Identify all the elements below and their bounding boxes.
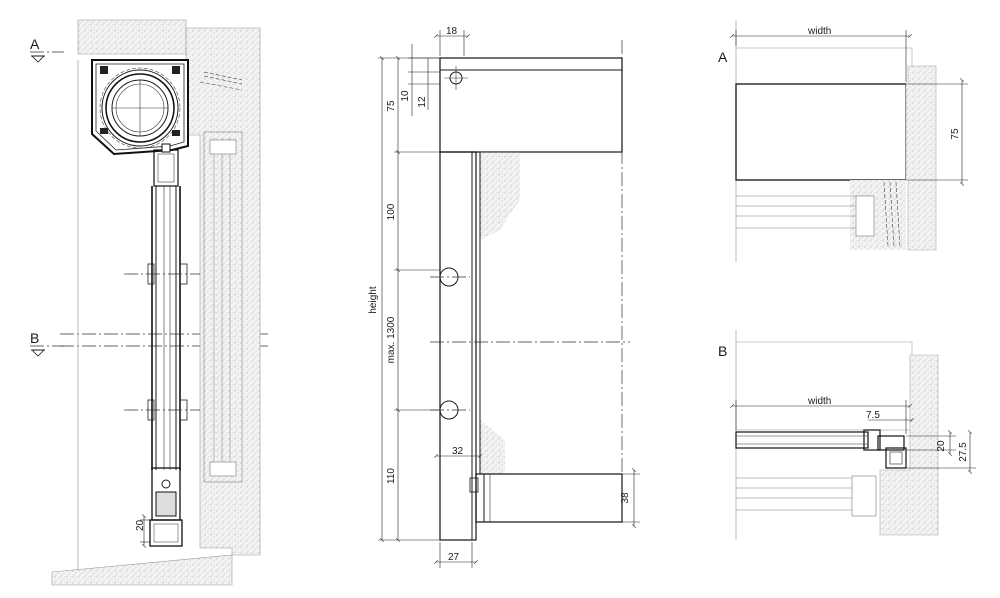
section-a-75-label: 75 <box>950 128 961 140</box>
section-a-width-label: width <box>807 26 831 37</box>
guide-rail <box>124 143 200 470</box>
dimension-20-left: 20 <box>135 514 150 548</box>
section-b-7-5-dim: 7.5 <box>866 410 914 422</box>
dimension-chain-height: height 75 100 max. 1300 110 <box>368 56 440 542</box>
dim-32-label: 32 <box>452 446 464 457</box>
section-b-27-5-label: 27.5 <box>958 442 969 462</box>
section-label-a: A <box>30 36 40 52</box>
section-b-view: B width 7.5 <box>718 330 976 540</box>
side-rail <box>439 151 477 541</box>
section-a-cassette <box>735 83 907 181</box>
dim-75-label: 75 <box>386 100 397 112</box>
dim-38-label: 38 <box>620 492 631 504</box>
section-a-title: A <box>718 49 728 65</box>
middle-masonry-bottom <box>480 420 505 474</box>
dimension-32: 32 <box>434 446 482 470</box>
section-label-b: B <box>30 330 39 346</box>
dim-27-label: 27 <box>448 552 460 563</box>
section-a-frame <box>736 181 901 247</box>
dim-height-label: height <box>368 286 379 313</box>
dim-18-label: 18 <box>446 26 458 37</box>
section-a-75-dim: 75 <box>908 78 968 186</box>
middle-masonry-top <box>480 152 520 240</box>
bottom-bar <box>149 467 183 547</box>
masonry-wall <box>185 27 261 556</box>
window-frame <box>199 71 243 483</box>
section-b-20-label: 20 <box>936 440 947 452</box>
masonry-top <box>77 19 187 55</box>
dimension-38: 38 <box>620 468 640 528</box>
section-marker-a: A <box>30 36 64 63</box>
section-b-20-dim: 20 <box>906 430 956 456</box>
dim-max1300-label: max. 1300 <box>386 316 397 363</box>
section-b-width-label: width <box>807 396 831 407</box>
section-a-masonry <box>905 65 937 251</box>
section-b-7-5-label: 7.5 <box>866 410 880 421</box>
section-b-title: B <box>718 343 727 359</box>
section-b-masonry <box>879 354 939 536</box>
dim-100-label: 100 <box>386 203 397 220</box>
section-a-view: A width 75 <box>718 20 968 262</box>
middle-bottom-bar <box>475 473 623 523</box>
left-section-view: A B <box>30 19 268 586</box>
dim-20-label: 20 <box>135 519 146 531</box>
dim-10-label: 10 <box>400 90 411 102</box>
masonry-sill <box>51 554 233 586</box>
section-b-width-dim: width <box>730 396 912 434</box>
middle-side-view: height 75 100 max. 1300 110 18 10 <box>368 26 640 568</box>
dimension-top-small: 18 10 12 <box>400 26 470 116</box>
section-b-rail <box>735 429 907 469</box>
section-b-27-5-dim: 27.5 <box>906 430 976 474</box>
section-marker-b: B <box>30 330 64 357</box>
dim-12-label: 12 <box>417 96 428 108</box>
section-a-width-dim: width <box>730 26 912 82</box>
dimension-27: 27 <box>434 542 478 568</box>
dim-110-label: 110 <box>386 468 397 484</box>
roller-cassette <box>91 59 189 156</box>
cassette-box <box>439 57 623 153</box>
section-b-frame <box>736 475 877 517</box>
